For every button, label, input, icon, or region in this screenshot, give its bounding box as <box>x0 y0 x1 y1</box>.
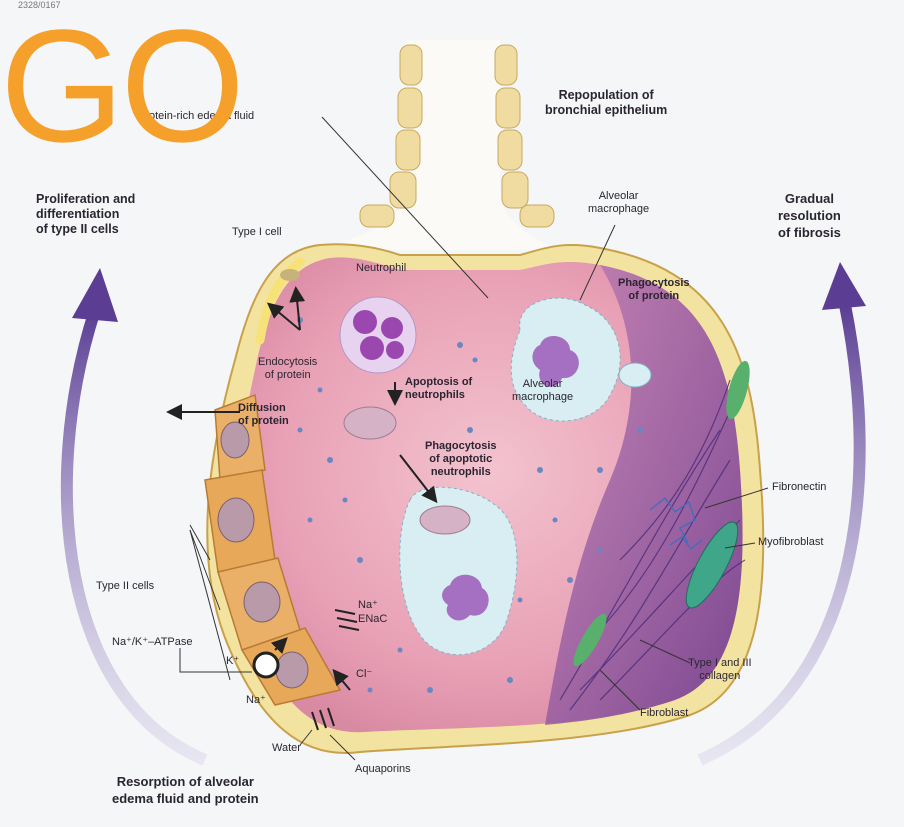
label-inner-macrophage: Alveolar macrophage <box>512 378 573 404</box>
label-phago-apoptotic-line2: of apoptotic <box>425 453 497 466</box>
label-proliferation-line1: Proliferation and <box>36 192 135 207</box>
label-diffusion-line2: of protein <box>238 415 289 428</box>
label-phago-apoptotic-line1: Phagocytosis <box>425 440 497 453</box>
label-phagocytosis-apoptotic: Phagocytosis of apoptotic neutrophils <box>425 440 497 479</box>
label-water: Water <box>272 742 301 755</box>
engulfed-neutrophil <box>420 506 470 534</box>
label-gradual-line2: resolution <box>778 207 841 224</box>
label-resorption-line2: edema fluid and protein <box>112 790 259 807</box>
label-proliferation: Proliferation and differentiation of typ… <box>36 192 135 237</box>
label-type-i-cell: Type I cell <box>232 226 282 239</box>
label-phagocytosis-protein-line2: of protein <box>618 290 690 303</box>
label-collagen: Type I and III collagen <box>688 657 752 683</box>
label-cl-minus: Cl⁻ <box>356 668 372 681</box>
right-arrow-head-icon <box>822 262 866 310</box>
label-phago-apoptotic-line3: neutrophils <box>425 466 497 479</box>
label-endocytosis: Endocytosis of protein <box>258 356 317 382</box>
label-apoptosis-line1: Apoptosis of <box>405 376 472 389</box>
label-fibroblast: Fibroblast <box>640 707 688 720</box>
label-gradual-line1: Gradual <box>778 190 841 207</box>
go-overlay-text: GO <box>0 6 241 166</box>
label-na-plus-2: Na⁺ <box>246 694 266 707</box>
label-collagen-line1: Type I and III <box>688 657 752 670</box>
label-apoptosis-line2: neutrophils <box>405 389 472 402</box>
label-na-plus: Na⁺ <box>358 599 378 612</box>
type-i-cell-nucleus <box>280 269 300 281</box>
left-arrow-head-icon <box>72 268 118 322</box>
label-phagocytosis-of-protein: Phagocytosis of protein <box>618 277 690 303</box>
label-proliferation-line3: of type II cells <box>36 222 135 237</box>
label-fibronectin: Fibronectin <box>772 481 826 494</box>
label-repopulation-line1: Repopulation of <box>545 88 667 103</box>
label-na-k-atpase: Na⁺/K⁺–ATPase <box>112 636 193 649</box>
label-type-ii-cells: Type II cells <box>96 580 154 593</box>
label-alveolar-macrophage-line2: macrophage <box>588 203 649 216</box>
label-phagocytosis-protein-line1: Phagocytosis <box>618 277 690 290</box>
small-macrophage <box>619 363 651 387</box>
apoptotic-neutrophil <box>344 407 396 439</box>
label-repopulation: Repopulation of bronchial epithelium <box>545 88 667 118</box>
label-diffusion-line1: Diffusion <box>238 402 289 415</box>
label-alveolar-macrophage: Alveolar macrophage <box>588 190 649 216</box>
neutrophil-cell <box>340 297 416 373</box>
label-gradual-resolution: Gradual resolution of fibrosis <box>778 190 841 241</box>
na-k-atpase-pump-icon <box>254 653 278 677</box>
label-endocytosis-line1: Endocytosis <box>258 356 317 369</box>
label-collagen-line2: collagen <box>688 670 752 683</box>
label-apoptosis: Apoptosis of neutrophils <box>405 376 472 402</box>
label-diffusion: Diffusion of protein <box>238 402 289 428</box>
label-enac: ENaC <box>358 613 387 626</box>
label-k-plus: K⁺ <box>226 655 239 668</box>
label-resorption: Resorption of alveolar edema fluid and p… <box>112 773 259 807</box>
label-alveolar-macrophage-line1: Alveolar <box>588 190 649 203</box>
label-gradual-line3: of fibrosis <box>778 224 841 241</box>
label-proliferation-line2: differentiation <box>36 207 135 222</box>
label-inner-macrophage-line2: macrophage <box>512 391 573 404</box>
label-inner-macrophage-line1: Alveolar <box>512 378 573 391</box>
left-resolution-arrow <box>67 310 205 760</box>
label-endocytosis-line2: of protein <box>258 369 317 382</box>
label-neutrophil: Neutrophil <box>356 262 406 275</box>
label-repopulation-line2: bronchial epithelium <box>545 103 667 118</box>
label-myofibroblast: Myofibroblast <box>758 536 823 549</box>
label-resorption-line1: Resorption of alveolar <box>112 773 259 790</box>
label-aquaporins: Aquaporins <box>355 763 411 776</box>
